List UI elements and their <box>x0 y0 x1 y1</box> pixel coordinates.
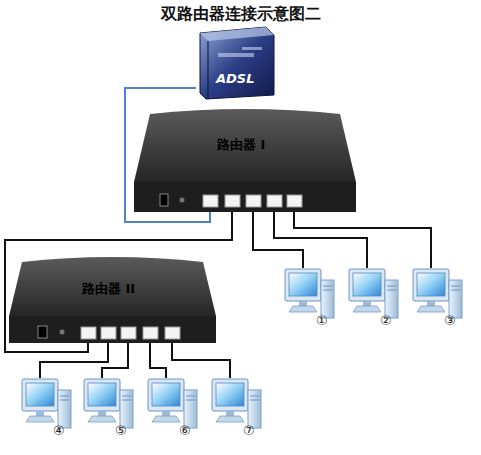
computer-node: ③ <box>411 268 465 336</box>
computer-node: ⑦ <box>210 378 264 446</box>
computer-node: ④ <box>20 378 74 446</box>
computer-shape <box>20 378 74 446</box>
router-body <box>134 109 356 212</box>
callout-number: ④ <box>53 423 65 438</box>
computer-node: ① <box>283 268 337 336</box>
computer-shape <box>82 378 136 446</box>
callout-number: ⑦ <box>243 423 255 438</box>
network-cable <box>274 212 367 268</box>
callout-number: ③ <box>444 313 456 328</box>
computer-node: ⑥ <box>146 378 200 446</box>
computer-shape <box>210 378 264 446</box>
router-body <box>9 257 216 343</box>
computer-shape <box>146 378 200 446</box>
callout-number: ⑤ <box>115 423 127 438</box>
network-cable <box>253 212 303 268</box>
callout-number: ② <box>380 313 392 328</box>
computer-shape <box>411 268 465 336</box>
computer-shape <box>347 268 401 336</box>
node-label: ADSL <box>216 71 255 86</box>
callout-number: ⑥ <box>179 423 191 438</box>
network-cable <box>150 343 166 378</box>
network-cable <box>40 343 108 378</box>
computer-node: ② <box>347 268 401 336</box>
router-box: 路由器 I <box>135 112 355 212</box>
computer-shape <box>283 268 337 336</box>
adsl-modem: ADSL <box>196 25 276 100</box>
computer-node: ⑤ <box>82 378 136 446</box>
network-cable <box>5 212 232 352</box>
node-label: 路由器 II <box>82 280 135 298</box>
callout-number: ① <box>316 313 328 328</box>
diagram-title: 双路由器连接示意图二 <box>0 4 481 25</box>
node-label: 路由器 I <box>217 136 265 154</box>
network-cable <box>294 212 431 268</box>
network-cable <box>172 343 230 378</box>
router-box: 路由器 II <box>10 258 215 343</box>
adsl-cable <box>125 88 210 222</box>
modem-shape <box>196 25 276 100</box>
network-cable <box>102 343 128 378</box>
